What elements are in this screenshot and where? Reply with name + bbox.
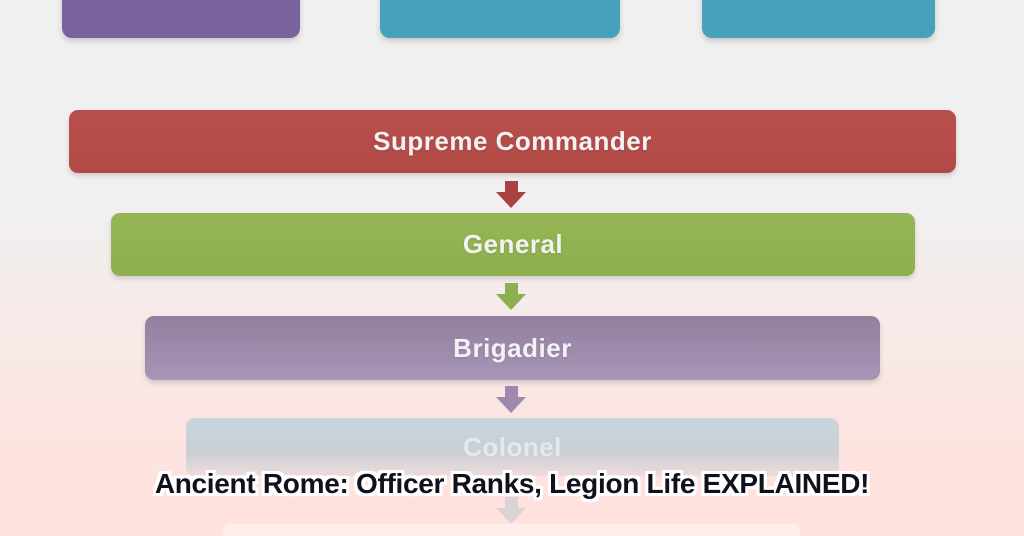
down-arrow-icon bbox=[496, 497, 526, 524]
top-row-teal-box-2 bbox=[702, 0, 935, 38]
rank-bar-general: General bbox=[111, 213, 915, 276]
arrow-head bbox=[496, 192, 526, 208]
rank-bar-supreme-commander: Supreme Commander bbox=[69, 110, 956, 173]
down-arrow-icon bbox=[496, 386, 526, 413]
arrow-head bbox=[496, 294, 526, 310]
rank-label-general: General bbox=[462, 229, 564, 259]
rank-bar-next-faded bbox=[223, 524, 800, 536]
arrow-stem bbox=[504, 497, 518, 508]
rank-label-colonel: Colonel bbox=[463, 431, 562, 462]
arrow-stem bbox=[504, 283, 518, 294]
rank-label-brigadier: Brigadier bbox=[453, 332, 572, 363]
down-arrow-icon bbox=[496, 181, 526, 208]
rank-bar-colonel: Colonel bbox=[186, 418, 839, 476]
top-row-purple-box bbox=[62, 0, 300, 38]
arrow-stem bbox=[504, 181, 518, 192]
down-arrow-icon bbox=[496, 283, 526, 310]
top-row-teal-box-1 bbox=[380, 0, 620, 38]
rank-bar-brigadier: Brigadier bbox=[145, 316, 880, 380]
arrow-head bbox=[496, 397, 526, 413]
arrow-head bbox=[496, 508, 526, 524]
rank-label-supreme-commander: Supreme Commander bbox=[373, 126, 652, 156]
arrow-stem bbox=[504, 386, 518, 397]
video-title-overlay: Ancient Rome: Officer Ranks, Legion Life… bbox=[154, 468, 870, 499]
